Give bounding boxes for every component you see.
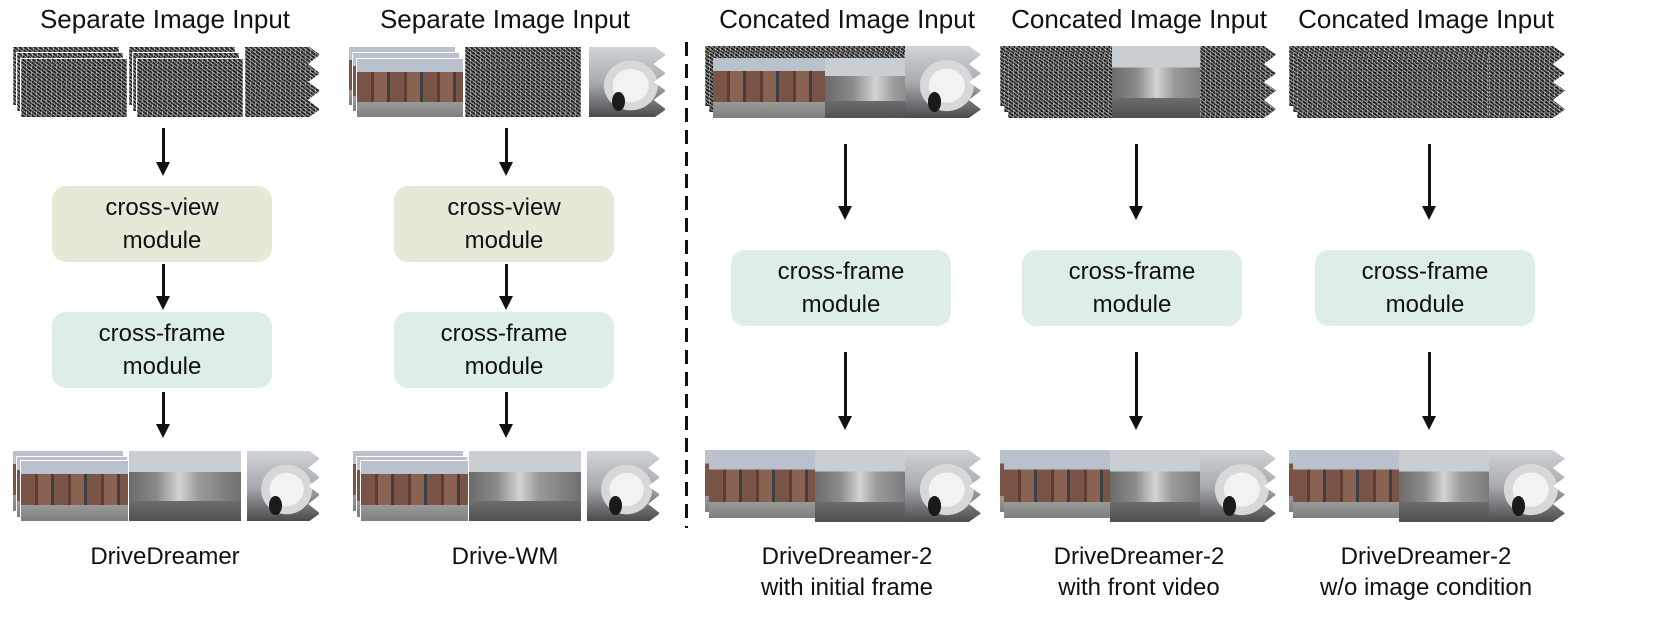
column-dd2-front-video: Concated Image Input cross-frame module …: [994, 0, 1284, 642]
down-arrow-icon: [153, 264, 173, 310]
column-heading: Concated Image Input: [1298, 4, 1554, 34]
column-heading: Concated Image Input: [719, 4, 975, 34]
street-left-view: [356, 58, 464, 118]
cross-frame-module: cross-frame module: [731, 250, 951, 326]
noise-view: [1200, 46, 1276, 118]
cross-view-module: cross-view module: [394, 186, 614, 262]
cross-frame-module: cross-frame module: [1022, 250, 1242, 326]
dashed-divider: [685, 42, 688, 528]
down-arrow-icon: [835, 144, 855, 220]
street-left-view: [1004, 456, 1114, 518]
truck-right-view: [905, 450, 981, 522]
down-arrow-icon: [835, 352, 855, 430]
cross-frame-module: cross-frame module: [52, 312, 272, 388]
street-front-view: [128, 450, 242, 522]
concat-output-strip: [1289, 450, 1565, 522]
column-dd2-no-image: Concated Image Input cross-frame module …: [1281, 0, 1571, 642]
street-front-view: [815, 450, 915, 522]
method-caption: Drive-WM: [451, 543, 559, 570]
down-arrow-icon: [1419, 144, 1439, 220]
noise-view: [20, 58, 128, 118]
street-left-view: [20, 460, 132, 522]
noise-view: [464, 46, 582, 118]
truck-right-view: [588, 46, 666, 118]
column-heading: Concated Image Input: [1011, 4, 1267, 34]
street-left-view: [709, 456, 819, 518]
concat-input-strip: [1000, 46, 1276, 118]
truck-right-view: [1489, 450, 1565, 522]
down-arrow-icon: [1419, 352, 1439, 430]
down-arrow-icon: [1126, 144, 1146, 220]
cross-frame-module: cross-frame module: [1315, 250, 1535, 326]
method-caption: DriveDreamer-2 w/o image condition: [1319, 543, 1533, 601]
noise-view: [1489, 46, 1565, 118]
column-heading: Separate Image Input: [379, 4, 631, 34]
concat-input-strip: [705, 46, 981, 118]
street-left-view: [1293, 456, 1403, 518]
street-front-view: [1399, 450, 1499, 522]
column-drive-wm: Separate Image Input cross-view module c…: [340, 0, 670, 642]
noise-view: [1008, 58, 1112, 118]
street-front-view: [1110, 450, 1210, 522]
down-arrow-icon: [153, 128, 173, 176]
street-left-view: [360, 460, 472, 522]
truck-right-view: [905, 46, 981, 118]
method-caption: DriveDreamer: [90, 543, 240, 570]
down-arrow-icon: [496, 128, 516, 176]
input-views-stack: [12, 46, 322, 118]
street-left-view: [713, 58, 825, 118]
column-drivedreamer: Separate Image Input cross-view module c…: [0, 0, 330, 642]
street-front-view: [468, 450, 582, 522]
noise-view: [136, 58, 244, 118]
down-arrow-icon: [496, 392, 516, 438]
output-views-stack: [352, 450, 662, 522]
down-arrow-icon: [153, 392, 173, 438]
input-views-stack: [348, 46, 668, 118]
output-views-stack: [12, 450, 322, 522]
method-caption: DriveDreamer-2 with initial frame: [760, 543, 934, 601]
down-arrow-icon: [1126, 352, 1146, 430]
concat-output-strip: [705, 450, 981, 522]
column-heading: Separate Image Input: [39, 4, 291, 34]
noise-view: [244, 46, 320, 118]
concat-output-strip: [1000, 450, 1276, 522]
cross-frame-module: cross-frame module: [394, 312, 614, 388]
noise-frame: [1297, 58, 1497, 118]
method-caption: DriveDreamer-2 with front video: [1053, 543, 1225, 601]
column-dd2-initial-frame: Concated Image Input cross-frame module …: [697, 0, 997, 642]
concat-input-strip: [1289, 46, 1565, 118]
street-front-view: [1112, 46, 1212, 118]
truck-right-view: [586, 450, 660, 522]
truck-right-view: [246, 450, 320, 522]
cross-view-module: cross-view module: [52, 186, 272, 262]
truck-right-view: [1200, 450, 1276, 522]
down-arrow-icon: [496, 264, 516, 310]
